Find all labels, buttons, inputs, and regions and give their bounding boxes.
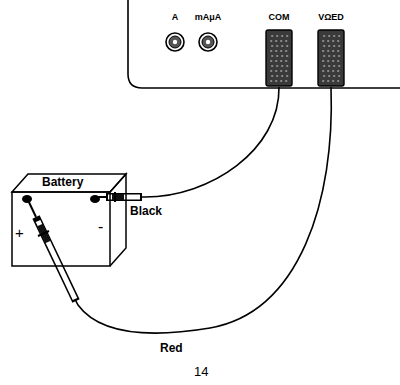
test-lead-wire — [130, 87, 279, 197]
polarity-minus: - — [98, 218, 103, 236]
meter-jack: COM — [264, 12, 294, 87]
polarity-plus: + — [15, 224, 24, 241]
wire-label: Black — [128, 204, 164, 218]
meter-housing — [128, 0, 400, 88]
black-probe — [95, 192, 142, 202]
input-jack — [317, 29, 345, 87]
input-jack — [265, 29, 293, 87]
battery-box: Battery + - — [10, 170, 130, 270]
wire-label: Red — [158, 341, 185, 355]
input-jack — [164, 31, 186, 53]
jack-label: mAμA — [195, 12, 222, 23]
test-lead-wire — [60, 87, 331, 333]
input-jack — [197, 31, 219, 53]
jack-label: VΩED — [318, 12, 344, 23]
meter-jack: VΩED — [316, 12, 346, 87]
battery-label: Battery — [42, 175, 83, 189]
jack-label: COM — [269, 12, 290, 23]
red-probe — [27, 198, 76, 301]
meter-jack: mAμA — [193, 12, 223, 53]
jack-label: A — [172, 12, 179, 23]
page-number: 14 — [192, 364, 210, 380]
meter-jack: A — [160, 12, 190, 53]
